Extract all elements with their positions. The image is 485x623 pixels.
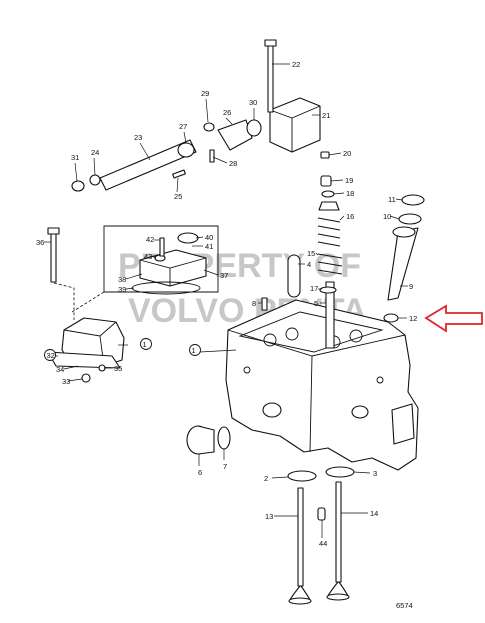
callout-circle — [189, 344, 201, 356]
part-label: 20 — [343, 149, 351, 158]
part-label: 1 — [143, 340, 147, 349]
part-label: 23 — [134, 133, 142, 142]
leader-line — [205, 98, 209, 123]
inset-detail — [71, 225, 219, 313]
part-label: 37 — [220, 271, 228, 280]
part-label: 42 — [146, 235, 154, 244]
part-label: 16 — [346, 212, 354, 221]
leader-line — [125, 273, 143, 280]
leader-line — [271, 476, 289, 479]
part-label: 5 — [314, 299, 318, 308]
leader-line — [199, 349, 237, 353]
part-label: 21 — [322, 111, 330, 120]
part-label: 24 — [91, 148, 99, 157]
valve-guide-44 — [317, 507, 326, 521]
callout-circle — [44, 349, 56, 361]
rocker-shaft — [71, 119, 262, 192]
leader-line — [328, 152, 342, 156]
cylinder-head — [225, 299, 419, 471]
leader-line — [225, 117, 233, 125]
part-label: 32 — [47, 351, 55, 360]
part-label: 4 — [307, 260, 311, 269]
part-label: 15 — [307, 249, 315, 258]
intake-valve — [326, 481, 350, 601]
leader-line — [183, 131, 187, 144]
leader-line — [74, 162, 78, 182]
part-label: 13 — [265, 512, 273, 521]
part-label: 8 — [252, 299, 256, 308]
thermostat-housing — [47, 227, 125, 383]
leader-line — [203, 269, 219, 276]
tube-4 — [287, 254, 301, 298]
callout-circle — [140, 338, 152, 350]
highlight-arrow — [424, 304, 483, 333]
part-label: 30 — [249, 98, 257, 107]
leader-line — [139, 142, 151, 161]
part-label: 6 — [198, 468, 202, 477]
part-label: 3 — [373, 469, 377, 478]
part-label: 43 — [144, 252, 152, 261]
part-label: 14 — [370, 509, 378, 518]
leader-line — [63, 365, 79, 370]
part-label: 27 — [179, 122, 187, 131]
valve-stem-5 — [325, 281, 335, 349]
part-label: 38 — [118, 275, 126, 284]
part-label: 40 — [205, 233, 213, 242]
valve-spring-assembly — [317, 151, 343, 294]
leader-line — [330, 179, 344, 182]
part-label: 29 — [201, 89, 209, 98]
leader-line — [333, 192, 345, 195]
leader-line — [395, 198, 403, 201]
pin-8 — [261, 297, 268, 311]
leader-line — [353, 471, 371, 474]
part-label: 12 — [409, 314, 417, 323]
leader-line — [195, 236, 204, 239]
part-label: 18 — [346, 189, 354, 198]
part-label: 28 — [229, 159, 237, 168]
figure-number: 6574 — [396, 601, 413, 610]
part-label: 39 — [118, 285, 126, 294]
part-label: 2 — [264, 474, 268, 483]
part-label: 11 — [388, 195, 396, 204]
part-label: 19 — [345, 176, 353, 185]
part-label: 1 — [192, 346, 196, 355]
leader-line — [93, 157, 96, 176]
leader-line — [315, 252, 319, 256]
part-label: 44 — [319, 539, 327, 548]
part-label: 10 — [383, 212, 391, 221]
plug-and-o-ring — [186, 425, 231, 455]
valve-seat-ring-2 — [287, 470, 317, 482]
part-label: 25 — [174, 192, 182, 201]
leader-line — [67, 378, 83, 382]
part-label: 22 — [292, 60, 300, 69]
leader-line — [339, 215, 345, 221]
part-label: 9 — [409, 282, 413, 291]
part-label: 36 — [36, 238, 44, 247]
leader-lines — [44, 63, 408, 538]
part-label: 26 — [223, 108, 231, 117]
leader-line — [212, 156, 228, 164]
part-label: 34 — [56, 365, 64, 374]
part-label: 7 — [223, 462, 227, 471]
leader-line — [176, 177, 179, 193]
leader-line — [389, 215, 400, 220]
rocker-bracket — [264, 39, 321, 153]
exhaust-valve — [288, 487, 312, 605]
valve-seat-ring-3 — [325, 466, 355, 478]
leader-line — [151, 255, 157, 259]
part-label: 41 — [205, 242, 213, 251]
injector-sleeve — [383, 194, 425, 323]
part-label: 17 — [310, 284, 318, 293]
part-label: 33 — [62, 377, 70, 386]
part-label: 31 — [71, 153, 79, 162]
leader-line — [125, 287, 135, 290]
part-label: 35 — [114, 364, 122, 373]
